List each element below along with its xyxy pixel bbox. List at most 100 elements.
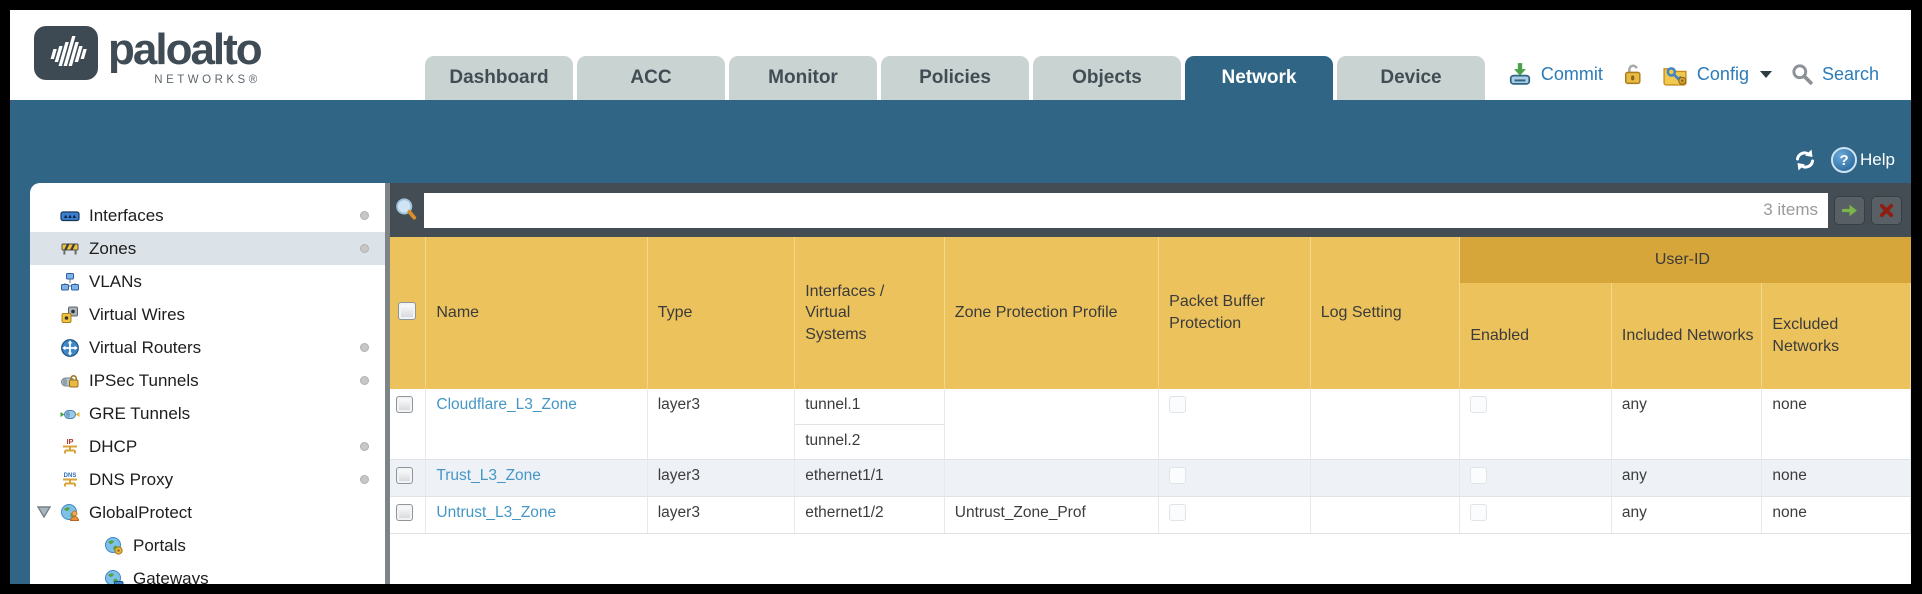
main-area: ? Help Interfaces <box>10 100 1911 584</box>
vlans-icon <box>61 272 79 290</box>
col-header-name[interactable]: Name <box>425 237 648 389</box>
zone-name-link[interactable]: Untrust_L3_Zone <box>436 504 557 521</box>
log-setting-cell <box>1310 496 1461 534</box>
zone-protection-profile-cell <box>944 389 1160 460</box>
sidebar-item-vlans[interactable]: VLANs <box>30 265 385 298</box>
select-all-checkbox[interactable] <box>398 301 416 320</box>
lock-icon[interactable] <box>1622 63 1643 86</box>
header: paloalto NETWORKS® Dashboard ACC Monitor… <box>10 10 1911 100</box>
help-icon[interactable]: ? <box>1831 147 1858 173</box>
gateways-icon <box>105 569 124 584</box>
sidebar-item-dns-proxy[interactable]: DNS DNS Proxy <box>30 463 385 496</box>
tab-objects[interactable]: Objects <box>1033 56 1181 100</box>
expand-triangle-icon[interactable] <box>37 506 51 518</box>
zone-name-link[interactable]: Trust_L3_Zone <box>436 467 541 484</box>
tab-device[interactable]: Device <box>1337 56 1485 100</box>
zones-icon <box>61 243 79 254</box>
sidebar-item-label: Portals <box>133 535 186 555</box>
search-icon[interactable] <box>1791 63 1813 85</box>
log-setting-cell <box>1310 459 1461 497</box>
user-id-group-header: User-ID <box>1459 237 1911 283</box>
help-qmark: ? <box>1839 151 1849 169</box>
interfaces-cell: ethernet1/1 <box>794 459 945 497</box>
clear-filter-button[interactable] <box>1871 195 1902 225</box>
tab-policies[interactable]: Policies <box>881 56 1029 100</box>
dns-proxy-icon: DNS <box>63 473 77 486</box>
refresh-icon[interactable] <box>1791 148 1819 172</box>
excluded-networks-cell: none <box>1761 389 1911 460</box>
svg-text:DNS: DNS <box>64 473 77 479</box>
row-checkbox[interactable] <box>396 467 413 484</box>
sidebar-item-label: DHCP <box>89 436 138 456</box>
search-button[interactable]: Search <box>1821 63 1879 84</box>
tab-network[interactable]: Network <box>1185 56 1333 100</box>
col-header-zone-protection-profile[interactable]: Zone Protection Profile <box>944 237 1160 389</box>
green-arrow-icon <box>1842 204 1857 216</box>
sidebar-item-virtual-wires[interactable]: Virtual Wires <box>30 298 385 331</box>
tab-dashboard[interactable]: Dashboard <box>425 56 573 100</box>
col-header-excluded-networks[interactable]: Excluded Networks <box>1761 283 1911 389</box>
help-label[interactable]: Help <box>1860 150 1895 169</box>
tab-acc[interactable]: ACC <box>577 56 725 100</box>
tab-monitor[interactable]: Monitor <box>729 56 877 100</box>
config-icon[interactable] <box>1662 62 1688 86</box>
brand-sub: NETWORKS® <box>154 74 261 86</box>
row-checkbox[interactable] <box>396 504 413 521</box>
virtual-routers-icon <box>61 338 79 357</box>
sidebar-item-zones[interactable]: Zones <box>30 232 385 265</box>
config-caret-icon[interactable] <box>1759 70 1772 78</box>
filter-input[interactable] <box>424 192 1828 228</box>
col-header-log-setting[interactable]: Log Setting <box>1310 237 1461 389</box>
content-pane: 3 items <box>390 183 1911 584</box>
included-networks-cell: any <box>1611 459 1763 497</box>
type-cell: layer3 <box>647 459 796 497</box>
table-row: Cloudflare_L3_Zone layer3 tunnel.1 tunne… <box>390 389 1911 460</box>
interfaces-cell: ethernet1/2 <box>794 496 945 534</box>
apply-filter-button[interactable] <box>1834 195 1865 225</box>
sidebar: Interfaces Zones <box>30 183 390 584</box>
sidebar-item-label: Zones <box>89 238 137 258</box>
col-header-type[interactable]: Type <box>647 237 796 389</box>
sidebar-item-label: GlobalProtect <box>89 502 192 522</box>
packet-buffer-checkbox <box>1169 396 1187 413</box>
col-header-enabled[interactable]: Enabled <box>1459 283 1612 389</box>
main-tabs: Dashboard ACC Monitor Policies Objects N… <box>425 56 1485 100</box>
enabled-checkbox <box>1470 396 1488 413</box>
col-header-interfaces[interactable]: Interfaces / Virtual Systems <box>794 237 945 389</box>
interfaces-icon <box>60 210 80 221</box>
commit-icon[interactable] <box>1508 62 1532 86</box>
row-checkbox[interactable] <box>396 396 413 413</box>
sidebar-item-ipsec-tunnels[interactable]: IPSec Tunnels <box>30 364 385 397</box>
zones-table-wrap: Name Type Interfaces / Virtual Systems Z… <box>390 237 1911 584</box>
sidebar-item-portals[interactable]: Portals <box>30 529 385 562</box>
col-header-zpp-label: Zone Protection Profile <box>954 304 1118 322</box>
zone-name-link[interactable]: Cloudflare_L3_Zone <box>436 396 577 413</box>
enabled-checkbox <box>1470 467 1488 484</box>
commit-button[interactable]: Commit <box>1540 63 1603 84</box>
select-all-header <box>390 237 427 389</box>
table-row: Untrust_L3_Zone layer3 ethernet1/2 Untru… <box>390 496 1911 534</box>
sidebar-item-gateways[interactable]: Gateways <box>30 562 385 584</box>
gre-tunnels-icon <box>60 409 80 419</box>
sidebar-item-dhcp[interactable]: IP DHCP <box>30 430 385 463</box>
status-dot <box>360 211 369 220</box>
body-row: Interfaces Zones <box>10 183 1911 584</box>
col-header-packet-buffer-protection[interactable]: Packet Buffer Protection <box>1158 237 1311 389</box>
sidebar-item-globalprotect[interactable]: GlobalProtect <box>30 496 385 529</box>
packet-buffer-checkbox <box>1169 504 1187 521</box>
col-header-interfaces-label: Interfaces / Virtual Systems <box>805 282 885 343</box>
sidebar-item-virtual-routers[interactable]: Virtual Routers <box>30 331 385 364</box>
zone-protection-profile-cell: Untrust_Zone_Prof <box>944 496 1160 534</box>
filter-magnifier-icon <box>396 198 417 220</box>
sidebar-item-interfaces[interactable]: Interfaces <box>30 199 385 232</box>
packet-buffer-checkbox <box>1169 467 1187 484</box>
red-x-icon <box>1879 203 1894 217</box>
sidebar-item-gre-tunnels[interactable]: GRE Tunnels <box>30 397 385 430</box>
sidebar-item-label: Gateways <box>133 568 209 585</box>
globalprotect-icon <box>61 503 80 521</box>
log-setting-cell <box>1310 389 1461 460</box>
included-networks-cell: any <box>1611 389 1763 460</box>
config-button[interactable]: Config <box>1696 63 1749 84</box>
sidebar-item-label: Virtual Wires <box>89 304 186 324</box>
col-header-included-networks[interactable]: Included Networks <box>1611 283 1763 389</box>
